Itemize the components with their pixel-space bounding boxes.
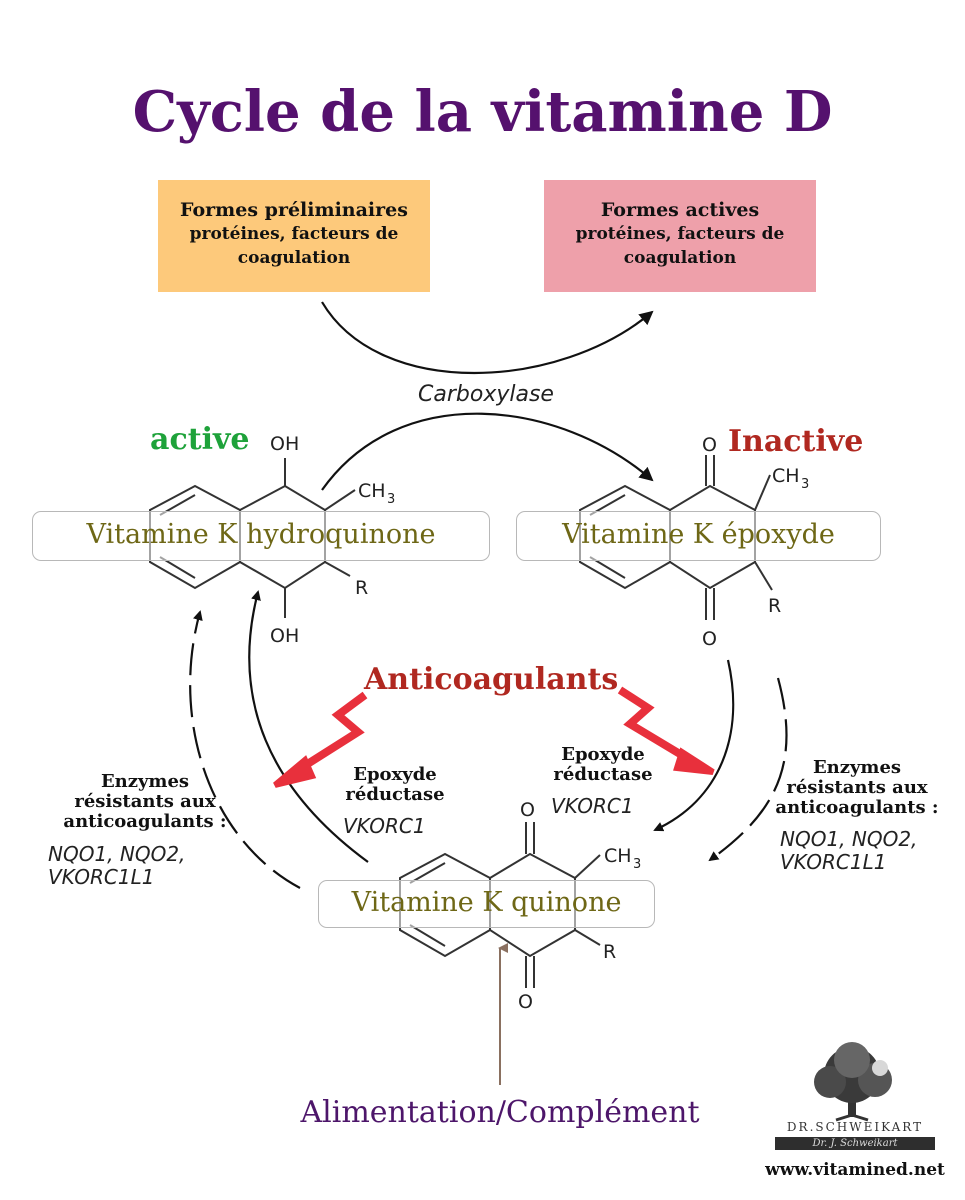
food-supplement-label: Alimentation/Complément bbox=[300, 1095, 700, 1130]
resistant-right-line3: anticoagulants : bbox=[775, 797, 939, 818]
hydroquinone-oh-top: OH bbox=[270, 433, 299, 455]
logo-name: DR.SCHWEIKART bbox=[786, 1120, 924, 1134]
hydroquinone-methyl-sub: 3 bbox=[387, 492, 395, 507]
preliminary-forms-line1: protéines, facteurs de bbox=[189, 224, 399, 244]
epoxide-o-top: O bbox=[702, 434, 717, 456]
vkorc1-label-right: VKORC1 bbox=[551, 794, 634, 818]
anticoagulant-arrowhead-right bbox=[673, 747, 715, 775]
anticoagulant-arrowhead-left bbox=[273, 755, 317, 788]
resistant-genes-right-line2: VKORC1L1 bbox=[780, 850, 887, 874]
active-forms-line1: protéines, facteurs de bbox=[575, 224, 785, 244]
resistant-right-line1: Enzymes bbox=[812, 757, 902, 778]
anticoagulant-block-left bbox=[295, 691, 368, 774]
active-forms-line2: coagulation bbox=[623, 248, 737, 268]
hydroquinone-oh-bottom: OH bbox=[270, 625, 299, 647]
quinone-structure bbox=[399, 822, 601, 988]
epoxide-methyl-sub: 3 bbox=[801, 477, 809, 492]
epoxide-reductase-arrow-left bbox=[248, 590, 369, 863]
quinone-o-bottom: O bbox=[518, 991, 533, 1013]
resistant-enzymes-label-right: Enzymes résistants aux anticoagulants : bbox=[762, 758, 952, 818]
anticoagulants-label: Anticoagulants bbox=[364, 662, 619, 697]
anticoagulant-block-right bbox=[617, 686, 693, 764]
carboxylation-arrow-top bbox=[321, 301, 654, 374]
active-forms-box: Formes actives protéines, facteurs de co… bbox=[544, 180, 816, 292]
resistant-enzymes-label-left: Enzymes résistants aux anticoagulants : bbox=[30, 772, 260, 832]
hydroquinone-r: R bbox=[355, 577, 368, 599]
epoxide-reductase-left-line2: réductase bbox=[345, 784, 445, 805]
quinone-o-top: O bbox=[520, 799, 535, 821]
quinone-r: R bbox=[603, 941, 616, 963]
resistant-genes-right: NQO1, NQO2, VKORC1L1 bbox=[780, 828, 917, 874]
vitamin-k-quinone-box: Vitamine K quinone bbox=[318, 880, 655, 928]
resistant-enzymes-arrow-left bbox=[189, 610, 301, 889]
inactive-label: Inactive bbox=[728, 424, 864, 459]
preliminary-forms-title: Formes préliminaires bbox=[180, 199, 408, 221]
resistant-right-line2: résistants aux bbox=[786, 777, 928, 798]
quinone-methyl-sub: 3 bbox=[633, 857, 641, 872]
epoxide-reductase-label-right: Epoxyde réductase bbox=[548, 745, 658, 785]
resistant-genes-left-line2: VKORC1L1 bbox=[48, 865, 155, 889]
resistant-genes-right-line1: NQO1, NQO2, bbox=[780, 827, 918, 851]
hydroquinone-methyl: CH bbox=[358, 480, 386, 502]
vitamin-k-epoxide-box: Vitamine K époxyde bbox=[516, 511, 881, 561]
epoxide-r: R bbox=[768, 595, 781, 617]
preliminary-forms-line2: coagulation bbox=[237, 248, 351, 268]
logo-signature: Dr. J. Schweikart bbox=[775, 1137, 935, 1150]
active-forms-title: Formes actives bbox=[600, 199, 760, 221]
resistant-left-line2: résistants aux bbox=[74, 791, 216, 812]
quinone-methyl: CH bbox=[604, 845, 632, 867]
resistant-left-line3: anticoagulants : bbox=[63, 811, 227, 832]
epoxide-reductase-right-line1: Epoxyde bbox=[561, 744, 645, 765]
resistant-enzymes-arrow-right bbox=[708, 677, 788, 862]
epoxide-reductase-left-line1: Epoxyde bbox=[353, 764, 437, 785]
website-link[interactable]: www.vitamined.net bbox=[765, 1160, 945, 1180]
epoxide-reductase-label-left: Epoxyde réductase bbox=[340, 765, 450, 805]
carboxylase-label: Carboxylase bbox=[418, 382, 554, 407]
epoxide-methyl: CH bbox=[772, 465, 800, 487]
resistant-genes-left: NQO1, NQO2, VKORC1L1 bbox=[48, 843, 185, 889]
epoxide-reductase-right-line2: réductase bbox=[553, 764, 653, 785]
active-label: active bbox=[150, 422, 250, 457]
vkorc1-label-left: VKORC1 bbox=[343, 814, 426, 838]
resistant-left-line1: Enzymes bbox=[100, 771, 190, 792]
carboxylation-arrow bbox=[321, 412, 654, 491]
epoxide-reductase-arrow-right bbox=[653, 659, 735, 832]
epoxide-o-bottom: O bbox=[702, 628, 717, 650]
logo-tree-icon bbox=[814, 1042, 892, 1122]
preliminary-forms-box: Formes préliminaires protéines, facteurs… bbox=[158, 180, 430, 292]
diagram-title: Cycle de la vitamine D bbox=[132, 79, 833, 145]
vitamin-k-hydroquinone-box: Vitamine K hydroquinone bbox=[32, 511, 490, 561]
hydroquinone-structure bbox=[149, 458, 356, 618]
resistant-genes-left-line1: NQO1, NQO2, bbox=[48, 842, 186, 866]
